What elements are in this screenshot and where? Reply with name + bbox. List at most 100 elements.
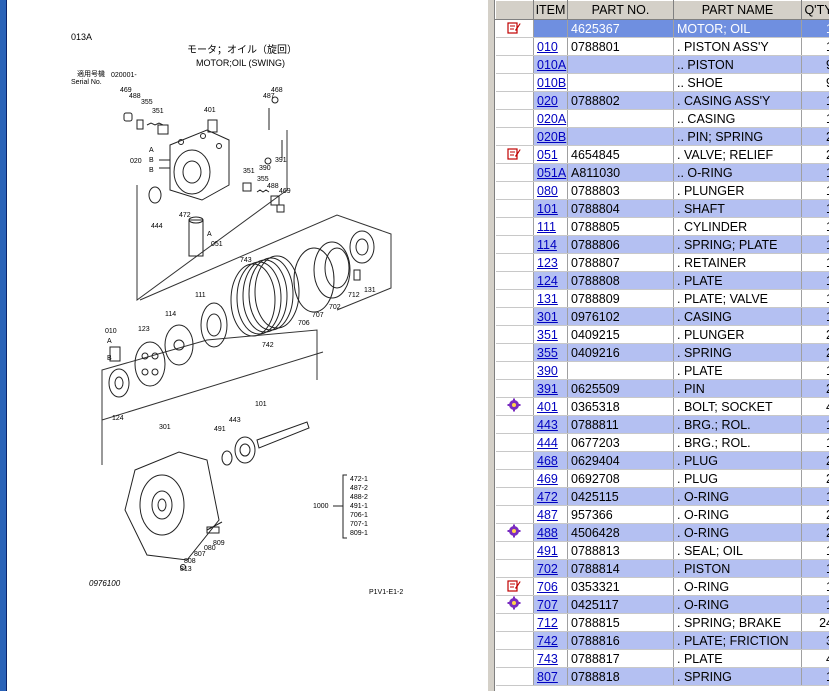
- item-number-link[interactable]: 010: [533, 37, 568, 56]
- callout-b2[interactable]: B: [149, 167, 154, 174]
- callout-b3[interactable]: B: [107, 355, 112, 362]
- casing-assembly-drawing[interactable]: [159, 129, 230, 201]
- row-mark-cell[interactable]: [495, 235, 534, 254]
- callout-491[interactable]: 491: [214, 426, 226, 433]
- column-header-item[interactable]: ITEM: [533, 0, 568, 20]
- seal-kit-item[interactable]: 707-1: [350, 521, 368, 528]
- callout-111[interactable]: 111: [195, 292, 206, 299]
- callout-401[interactable]: 401: [204, 107, 216, 114]
- callout-809[interactable]: 809: [213, 540, 225, 547]
- row-mark-cell[interactable]: [495, 289, 534, 308]
- seal-kit-item[interactable]: 487-2: [350, 485, 368, 492]
- item-number-link[interactable]: 020A: [533, 109, 568, 128]
- row-mark-cell[interactable]: [495, 379, 534, 398]
- callout-010[interactable]: 010: [105, 328, 117, 335]
- callout-707[interactable]: 707: [312, 312, 324, 319]
- callout-808[interactable]: 808: [184, 558, 196, 565]
- row-mark-cell[interactable]: [495, 613, 534, 632]
- seal-kit-item[interactable]: 491-1: [350, 503, 368, 510]
- exploded-parts-diagram[interactable]: 013A モータ；オイル（旋回） MOTOR;OIL (SWING) 適用号機 …: [7, 0, 487, 691]
- top-small-parts[interactable]: [123, 96, 285, 257]
- item-number-link[interactable]: 101: [533, 199, 568, 218]
- row-mark-cell[interactable]: [495, 181, 534, 200]
- row-mark-cell[interactable]: [495, 397, 534, 416]
- callout-131[interactable]: 131: [364, 287, 376, 294]
- pane-splitter[interactable]: [487, 0, 495, 691]
- row-mark-cell[interactable]: [495, 577, 534, 596]
- callout-488a[interactable]: 488: [129, 93, 141, 100]
- row-mark-cell[interactable]: [495, 145, 534, 164]
- row-mark-cell[interactable]: [495, 487, 534, 506]
- row-mark-cell[interactable]: [495, 325, 534, 344]
- callout-355a[interactable]: 355: [141, 99, 153, 106]
- row-mark-cell[interactable]: [495, 127, 534, 146]
- callout-468[interactable]: 468: [271, 87, 283, 94]
- callout-301[interactable]: 301: [159, 424, 171, 431]
- item-number-link[interactable]: 488: [533, 523, 568, 542]
- row-mark-cell[interactable]: [495, 37, 534, 56]
- row-mark-cell[interactable]: [495, 307, 534, 326]
- row-mark-cell[interactable]: [495, 433, 534, 452]
- callout-a2[interactable]: A: [207, 231, 212, 238]
- item-number-link[interactable]: 051A: [533, 163, 568, 182]
- row-mark-cell[interactable]: [495, 271, 534, 290]
- seal-kit-item[interactable]: 809-1: [350, 530, 368, 537]
- row-mark-cell[interactable]: [495, 505, 534, 524]
- callout-051[interactable]: 051: [211, 241, 223, 248]
- callout-706[interactable]: 706: [298, 320, 310, 327]
- row-mark-cell[interactable]: [495, 469, 534, 488]
- callout-355b[interactable]: 355: [257, 176, 269, 183]
- parts-diagram-pane[interactable]: 013A モータ；オイル（旋回） MOTOR;OIL (SWING) 適用号機 …: [7, 0, 487, 691]
- callout-469b[interactable]: 469: [279, 188, 291, 195]
- note-edit-icon[interactable]: [507, 579, 521, 595]
- callout-a3[interactable]: A: [107, 338, 112, 345]
- service-gear-icon[interactable]: [507, 596, 521, 613]
- callout-390[interactable]: 390: [259, 165, 271, 172]
- callout-124[interactable]: 124: [112, 415, 124, 422]
- item-number-link[interactable]: 807: [533, 667, 568, 686]
- callout-444[interactable]: 444: [151, 223, 163, 230]
- row-mark-cell[interactable]: [495, 523, 534, 542]
- item-number-link[interactable]: 742: [533, 631, 568, 650]
- item-number-link[interactable]: 444: [533, 433, 568, 452]
- item-number-link[interactable]: 443: [533, 415, 568, 434]
- callout-702[interactable]: 702: [329, 304, 341, 311]
- row-mark-cell[interactable]: [495, 415, 534, 434]
- item-number-link[interactable]: 301: [533, 307, 568, 326]
- callout-351b[interactable]: 351: [243, 168, 255, 175]
- seal-kit-item[interactable]: 472-1: [350, 476, 368, 483]
- item-number-link[interactable]: 491: [533, 541, 568, 560]
- column-header-mark[interactable]: [495, 0, 534, 20]
- parts-list-grid[interactable]: ITEM PART NO. PART NAME Q'TY 4625367MOTO…: [495, 0, 829, 691]
- housing-and-shaft-drawing[interactable]: [124, 421, 310, 570]
- callout-487[interactable]: 487: [263, 93, 275, 100]
- callout-443[interactable]: 443: [229, 417, 241, 424]
- item-number-link[interactable]: [533, 19, 568, 38]
- item-number-link[interactable]: 391: [533, 379, 568, 398]
- item-number-link[interactable]: 712: [533, 613, 568, 632]
- row-mark-cell[interactable]: [495, 163, 534, 182]
- row-mark-cell[interactable]: [495, 667, 534, 686]
- set-number-1000[interactable]: 1000: [313, 503, 329, 510]
- item-number-link[interactable]: 702: [533, 559, 568, 578]
- table-row[interactable]: 010A.. PISTON9: [495, 55, 829, 74]
- item-number-link[interactable]: 707: [533, 595, 568, 614]
- callout-080[interactable]: 080: [204, 545, 216, 552]
